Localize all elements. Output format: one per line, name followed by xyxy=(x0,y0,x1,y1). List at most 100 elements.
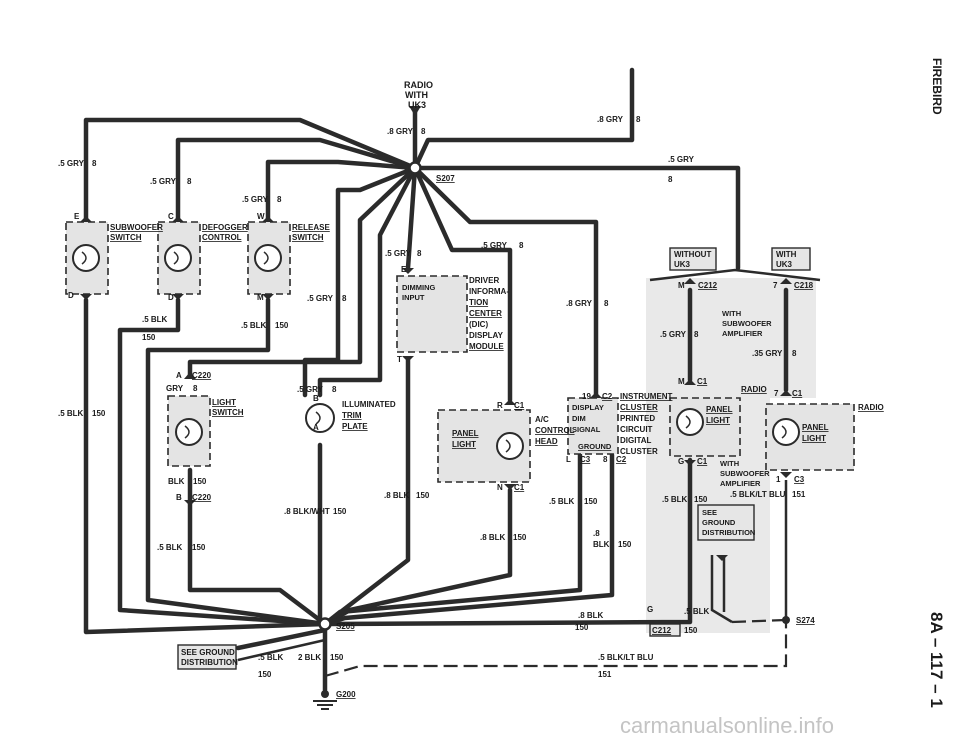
inst-inner-2: DIM xyxy=(572,414,586,423)
wire-panel-ground xyxy=(322,457,693,627)
wire-light-ground xyxy=(187,467,328,627)
connector-markers xyxy=(80,216,792,561)
label-gry-left: .5 GRY xyxy=(58,159,85,168)
label-blk8-mid: .8 BLK xyxy=(384,491,410,500)
wire-s274 xyxy=(731,618,787,624)
pin-8-inst: 8 xyxy=(603,455,608,464)
ac-label-2: CONTROL xyxy=(535,426,575,435)
trim-label-1: ILLUMINATED xyxy=(342,400,396,409)
light-switch xyxy=(167,395,211,467)
dic-label-4: CENTER xyxy=(469,309,502,318)
c1-panel-top: C1 xyxy=(697,377,708,386)
label-blk-panel: .5 BLK xyxy=(662,495,688,504)
label-blk-inst1: .5 BLK xyxy=(549,497,575,506)
label-blk8-bottom: .8 BLK xyxy=(578,611,604,620)
pin-G-c1: G xyxy=(678,457,684,466)
label-blk-left: .5 BLK xyxy=(58,409,84,418)
release-switch xyxy=(247,221,291,295)
watermark: carmanualsonline.info xyxy=(620,713,834,738)
pin-B-trim: B xyxy=(313,394,319,403)
radio-arrow xyxy=(409,106,421,116)
panel-light-sub-2: LIGHT xyxy=(706,416,730,425)
radio-bracket xyxy=(649,268,821,282)
pin-M-c212: M xyxy=(678,281,685,290)
s205: S205 xyxy=(336,622,355,631)
pin-M: M xyxy=(257,293,264,302)
release-label-2: SWITCH xyxy=(292,233,324,242)
label-150-left: 150 xyxy=(92,409,106,418)
panel-light-radio-2: LIGHT xyxy=(802,434,826,443)
dic-label-5: (DIC) xyxy=(469,320,488,329)
c212-bottom: C212 xyxy=(652,626,672,635)
pin-G-bottom: G xyxy=(647,605,653,614)
label-150-mid: 150 xyxy=(416,491,430,500)
see-ground-left-2: DISTRIBUTION xyxy=(181,658,238,667)
wire-ground-dist-left xyxy=(235,627,328,651)
ground-symbol xyxy=(313,690,337,710)
label-8-light: 8 xyxy=(193,384,198,393)
pin-L: L xyxy=(566,455,571,464)
with-sub-amp-3a: AMPLIFIER xyxy=(722,329,763,338)
see-ground-dist-3: DISTRIBUTION xyxy=(702,528,755,537)
wire-dic-ground xyxy=(322,357,411,627)
inst-inner-1: DISPLAY xyxy=(572,403,604,412)
inst-inner-4: GROUND xyxy=(578,442,612,451)
label-gry-light: GRY xyxy=(166,384,184,393)
wire-subwoofer-supply xyxy=(83,117,418,225)
panel-light-sub-1: PANEL xyxy=(706,405,733,414)
ac-control-head xyxy=(437,409,531,483)
label-8-top-right: 8 xyxy=(636,115,641,124)
inst-label-6: CLUSTER xyxy=(620,447,658,456)
label-8-inst: 8 xyxy=(604,299,609,308)
label-150-d2: 150 xyxy=(275,321,289,330)
radio-right-2: RADIO xyxy=(858,403,884,412)
s274: S274 xyxy=(796,616,815,625)
label-gry-top-right: .8 GRY xyxy=(597,115,624,124)
with-sub-amp-3b: AMPLIFIER xyxy=(720,479,761,488)
c218: C218 xyxy=(794,281,814,290)
label-gry35: .35 GRY xyxy=(752,349,783,358)
pin-N: N xyxy=(497,483,503,492)
label-8-mid1: 8 xyxy=(417,249,422,258)
see-ground-dist-2: GROUND xyxy=(702,518,736,527)
label-150-bottom: 150 xyxy=(575,623,589,632)
wire-s207-dimming xyxy=(405,165,418,271)
defogger-label-2: CONTROL xyxy=(202,233,242,242)
subwoofer-label-1: SUBWOOFER xyxy=(110,223,163,232)
wire-right-gry xyxy=(412,165,741,271)
see-ground-left-1: SEE GROUND xyxy=(181,648,235,657)
label-150-ground: 150 xyxy=(330,653,344,662)
label-8-top: 8 xyxy=(421,127,426,136)
label-blkltblu-bottom: .5 BLK/LT BLU xyxy=(598,653,654,662)
c212-box xyxy=(649,623,681,637)
with-sub-amp-1b: WITH xyxy=(720,459,739,468)
label-blkwht: .8 BLK/WHT xyxy=(284,507,330,516)
without-uk3-2: UK3 xyxy=(674,260,691,269)
label-gry-trim: .5 GRY xyxy=(297,385,324,394)
pin-D2: D xyxy=(168,293,174,302)
label-gry-c212: .5 GRY xyxy=(660,330,687,339)
pin-A-c220: A xyxy=(176,371,182,380)
pin-A-trim: A xyxy=(313,423,319,432)
splice-s274 xyxy=(782,616,790,624)
c2-inst-bottom: C2 xyxy=(616,455,627,464)
label-150-d1: 150 xyxy=(142,333,156,342)
label-150-ground2: 150 xyxy=(258,670,272,679)
c3-radio: C3 xyxy=(794,475,805,484)
release-label-1: RELEASE xyxy=(292,223,330,232)
c3-inst: C3 xyxy=(580,455,591,464)
radio-title-2: WITH xyxy=(405,90,428,100)
label-blk-ac: .8 BLK xyxy=(480,533,506,542)
wire-ground-dist-left2 xyxy=(237,638,326,662)
wire-inst-ground2 xyxy=(322,452,615,627)
panel-light-radio xyxy=(765,403,855,471)
radio-right-1: RADIO xyxy=(741,385,767,394)
subwoofer-switch xyxy=(65,221,109,295)
wire-defogger-supply xyxy=(175,137,418,225)
pin-7-c218: 7 xyxy=(773,281,778,290)
dic-label-7: MODULE xyxy=(469,342,504,351)
panel-light-ac-1: PANEL xyxy=(452,429,479,438)
label-blk-light: BLK xyxy=(168,477,185,486)
wire-s207-m-right xyxy=(302,165,418,398)
